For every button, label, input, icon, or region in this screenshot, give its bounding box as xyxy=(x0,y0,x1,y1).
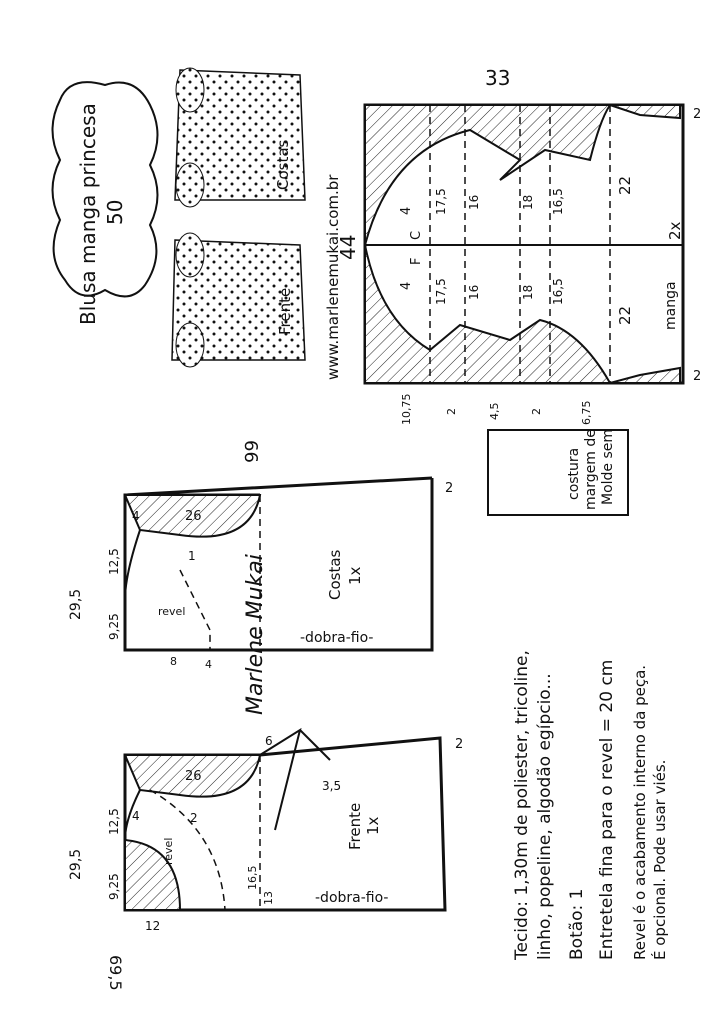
front-width: 29,5 xyxy=(68,849,84,880)
front-fold: -dobra-fio- xyxy=(315,890,388,906)
back-hem: 2 xyxy=(445,481,453,496)
offset-3: 4,5 xyxy=(488,403,501,421)
back-sketch-label: Costas xyxy=(274,139,292,190)
offset-1: 10,75 xyxy=(400,394,413,426)
website-url: www.marlenemukai.com.br xyxy=(324,174,342,380)
back-facing-8: 8 xyxy=(170,655,177,668)
front-label: Frente xyxy=(346,803,364,850)
back-neck-width: 9,25 xyxy=(107,613,121,640)
cap-back-4: 16,5 xyxy=(551,188,565,215)
offset-4: 2 xyxy=(530,408,543,415)
front-length: 69,5 xyxy=(106,955,125,991)
cap-back-2: 16 xyxy=(467,195,481,210)
front-neck-width: 9,25 xyxy=(107,873,121,900)
front-dart-35: 3,5 xyxy=(322,779,341,793)
cap-front-2: 16 xyxy=(467,285,481,300)
front-armhole-2: 2 xyxy=(190,811,198,825)
front-sketch: Frente xyxy=(171,232,306,368)
sleeve-hem-bottom: 2 xyxy=(693,369,701,384)
front-neck-depth: 12,5 xyxy=(107,808,121,835)
back-pattern: 66 29,5 26 12,5 9,25 4 1 revel 8 4 Costa… xyxy=(68,440,453,671)
sleeve-mark-c: C xyxy=(409,231,424,240)
interfacing-note: Entretela fina para o revel = 20 cm xyxy=(597,660,617,960)
sleeve-half-front: 22 xyxy=(616,306,634,325)
back-shoulder: 26 xyxy=(185,509,202,524)
sleeve-mark-a: 4 xyxy=(399,207,414,215)
front-dart-6: 6 xyxy=(265,734,273,748)
back-count: 1x xyxy=(346,566,364,585)
cap-back-1: 17,5 xyxy=(434,188,448,215)
cap-back-3: 18 xyxy=(521,195,535,210)
back-facing: revel xyxy=(158,605,185,618)
front-dart-13: 13 xyxy=(262,891,275,905)
fabric-line-1: Tecido: 1,30m de poliester, tricoline, xyxy=(512,650,532,961)
front-sketch-label: Frente xyxy=(276,288,294,335)
facing-note-2: É opcional. Pode usar viés. xyxy=(650,760,669,960)
sleeve-label: manga xyxy=(663,281,679,330)
sleeve-mark-f: F xyxy=(409,258,424,265)
front-neck-4: 4 xyxy=(132,809,140,823)
back-fold: -dobra-fio- xyxy=(300,630,373,646)
offset-5: 6,75 xyxy=(580,401,593,426)
front-facing: revel xyxy=(162,838,175,865)
front-pattern: 69,5 29,5 26 12,5 9,25 4 12 2 6 3,5 16,5… xyxy=(68,727,463,991)
cap-front-3: 18 xyxy=(521,285,535,300)
back-armhole-1: 1 xyxy=(188,549,196,563)
cap-front-1: 17,5 xyxy=(434,278,448,305)
pattern-title: Blusa manga princesa xyxy=(76,103,100,325)
instructions: Tecido: 1,30m de poliester, tricoline, l… xyxy=(512,650,669,961)
sleeve-count: 2x xyxy=(666,221,684,240)
note-line-2: margem de xyxy=(583,429,599,510)
sleeve-width: 33 xyxy=(485,66,510,90)
signature: Marlene Mukai xyxy=(243,554,268,715)
offset-2: 2 xyxy=(445,408,458,415)
back-width: 29,5 xyxy=(68,589,84,620)
title-cloud: Blusa manga princesa 50 xyxy=(51,81,159,325)
sleeve-hem-top: 2 xyxy=(693,107,701,122)
front-shoulder: 26 xyxy=(185,769,202,784)
sleeve-half-back: 22 xyxy=(616,176,634,195)
front-dart-165: 16,5 xyxy=(246,866,259,891)
back-sketch: Costas xyxy=(174,67,306,208)
sleeve-pattern: 33 44 22 22 2x manga C F 4 4 17,5 16 18 … xyxy=(336,66,701,425)
back-neck-depth: 12,5 xyxy=(107,548,121,575)
back-facing-4: 4 xyxy=(205,658,212,671)
back-neck-4: 4 xyxy=(132,509,140,523)
cap-front-4: 16,5 xyxy=(551,278,565,305)
pattern-size: 50 xyxy=(103,200,127,225)
sleeve-height: 44 xyxy=(336,235,360,260)
facing-note-1: Revel é o acabamento interno da peça. xyxy=(631,665,649,960)
note-line-1: Molde sem xyxy=(600,429,616,505)
front-hem: 2 xyxy=(455,737,463,752)
sleeve-mark-b: 4 xyxy=(399,282,414,290)
note-line-3: costura xyxy=(566,448,582,500)
note-box: Molde sem margem de costura xyxy=(487,429,629,516)
back-length: 66 xyxy=(240,440,261,463)
front-neck-12: 12 xyxy=(145,919,160,933)
front-count: 1x xyxy=(364,816,382,835)
back-label: Costas xyxy=(326,549,344,600)
button-count: Botão: 1 xyxy=(567,889,587,961)
fabric-line-2: linho, popeline, algodão egípcio... xyxy=(535,673,555,960)
